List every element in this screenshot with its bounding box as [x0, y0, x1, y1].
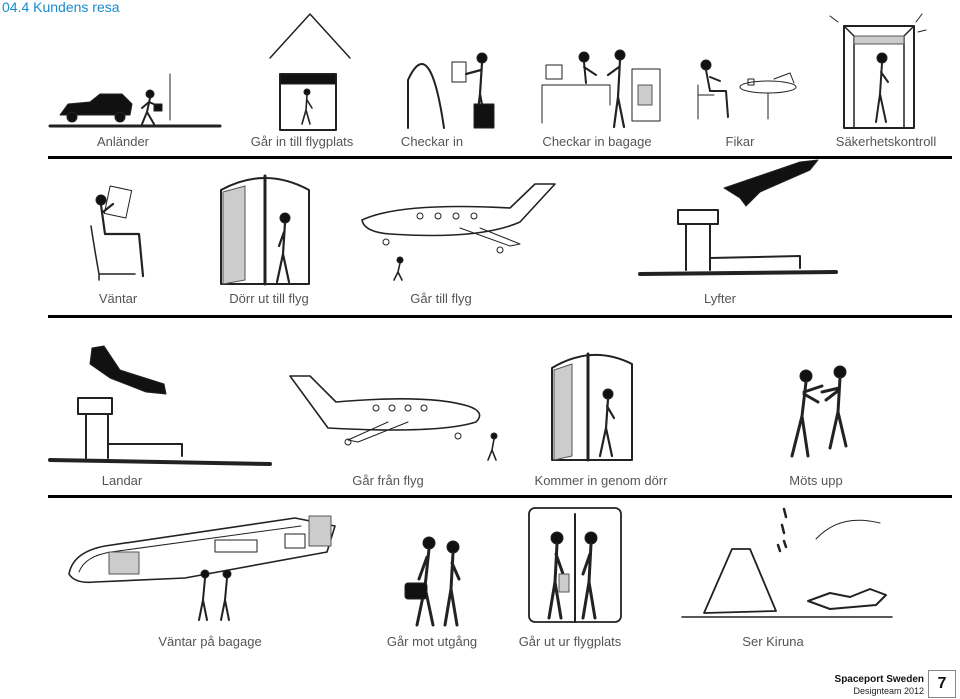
caption-dorr-ut: Dörr ut till flyg — [229, 291, 309, 306]
caption-gar-till-flyg: Går till flyg — [410, 291, 472, 306]
caption-vantar: Väntar — [98, 291, 138, 306]
enter-airport-sketch — [269, 13, 351, 131]
caption-kommer-in: Kommer in genom dörr — [534, 473, 668, 488]
caption-ser-kiruna: Ser Kiruna — [742, 634, 804, 649]
baggage-claim-sketch — [68, 515, 336, 621]
caption-checkar-in-bagage: Checkar in bagage — [542, 134, 652, 149]
kiruna-sketch — [681, 507, 893, 618]
row-divider — [48, 495, 952, 498]
caption-anlander: Anländer — [96, 134, 150, 149]
caption-gar-in: Går in till flygplats — [250, 134, 354, 149]
caption-mots-upp: Möts upp — [789, 473, 843, 488]
caption-fikar: Fikar — [725, 134, 755, 149]
page-title: 04.4 Kundens resa — [2, 0, 120, 15]
caption-vantar-pa-bagage: Väntar på bagage — [158, 634, 262, 649]
walk-to-plane-sketch — [361, 183, 556, 281]
walk-to-exit-sketch — [404, 536, 461, 627]
meeting-sketch — [790, 365, 848, 458]
caption-gar-mot-utgang: Går mot utgång — [386, 634, 478, 649]
caption-checkar-in: Checkar in — [400, 134, 464, 149]
exit-plane-sketch — [289, 375, 498, 461]
arrive-car-sketch — [48, 73, 222, 128]
row-divider — [48, 156, 952, 159]
footer-team: Designteam 2012 — [853, 686, 924, 696]
enter-door-sketch — [551, 352, 633, 462]
caption-gar-ut: Går ut ur flygplats — [518, 634, 622, 649]
footer-org: Spaceport Sweden — [834, 674, 924, 685]
caption-sakerhetskontroll: Säkerhetskontroll — [835, 134, 937, 149]
leave-airport-sketch — [528, 507, 622, 623]
gate-door-sketch — [220, 174, 310, 286]
check-bag-sketch — [541, 49, 661, 129]
page-number: 7 — [928, 670, 956, 698]
row-divider — [48, 315, 952, 318]
takeoff-sketch — [638, 159, 838, 276]
caption-landar: Landar — [101, 473, 143, 488]
security-sketch — [829, 13, 927, 129]
caption-gar-fran-flyg: Går från flyg — [352, 473, 424, 488]
caption-lyfter: Lyfter — [703, 291, 737, 306]
landing-sketch — [48, 345, 272, 466]
waiting-sketch — [90, 185, 145, 281]
coffee-sketch — [697, 59, 797, 120]
check-in-sketch — [407, 52, 495, 129]
